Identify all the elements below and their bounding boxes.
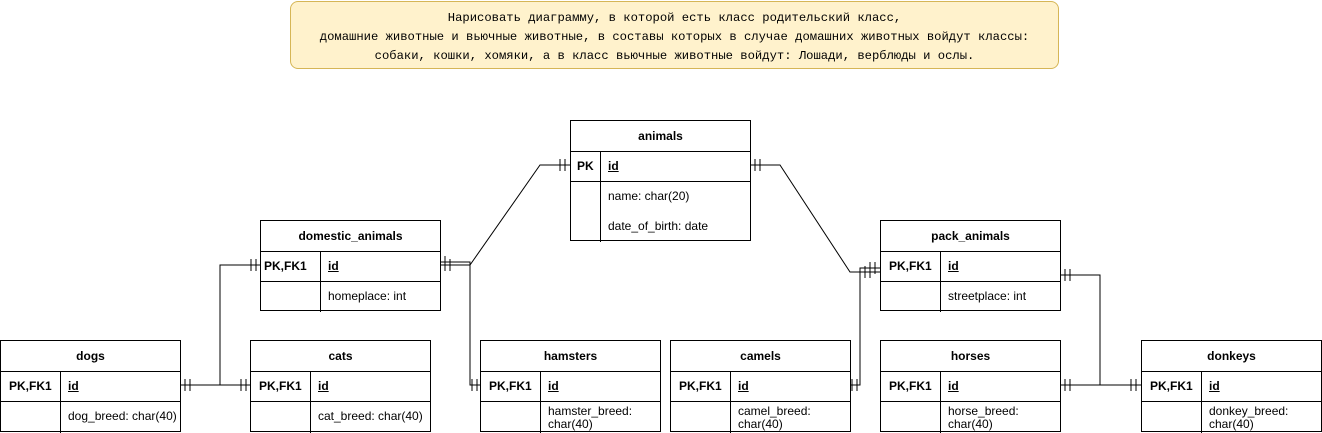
entity-title: hamsters bbox=[481, 341, 660, 372]
entity-animals[interactable]: animals PK id name: char(20) date_of_birth… bbox=[570, 120, 751, 242]
field-hamster-breed-type: char(40) bbox=[548, 417, 593, 431]
edge-horses bbox=[1061, 274, 1101, 386]
field-homeplace: homeplace: int bbox=[328, 289, 407, 303]
pk-field: id bbox=[1209, 379, 1220, 393]
pk-label: PK,FK1 bbox=[881, 252, 941, 281]
pk-label: PK,FK1 bbox=[1142, 372, 1202, 401]
task-note: Нарисовать диаграмму, в которой есть кла… bbox=[290, 1, 1059, 69]
note-line-2: домашние животные и вьючные животные, в … bbox=[319, 30, 1030, 44]
field-date-of-birth: date_of_birth: date bbox=[608, 219, 709, 233]
entity-title: camels bbox=[671, 341, 850, 372]
pk-field: id bbox=[548, 379, 559, 393]
field-name: name: char(20) bbox=[608, 189, 690, 203]
entity-pack-animals[interactable]: pack_animals PK,FK1 id streetplace: int bbox=[880, 220, 1061, 312]
field-donkey-breed-type: char(40) bbox=[1209, 417, 1254, 431]
pk-label: PK,FK1 bbox=[481, 372, 541, 401]
edge-domestic-animals bbox=[441, 164, 570, 266]
note-line-3: собаки, кошки, хомяки, а в класс вьючные… bbox=[374, 49, 975, 63]
pk-field: id bbox=[948, 379, 959, 393]
entity-title: donkeys bbox=[1142, 341, 1321, 372]
pk-field: id bbox=[738, 379, 749, 393]
field-streetplace: streetplace: int bbox=[948, 289, 1027, 303]
entity-cats[interactable]: cats PK,FK1 id cat_breed: char(40) bbox=[250, 340, 431, 433]
pk-label: PK,FK1 bbox=[251, 372, 311, 401]
entity-title: cats bbox=[251, 341, 430, 372]
pk-field: id bbox=[68, 379, 79, 393]
pk-field: id bbox=[948, 259, 959, 273]
field-camel-breed: camel_breed: bbox=[738, 404, 811, 418]
pk-field: id bbox=[608, 159, 619, 173]
field-cat-breed: cat_breed: char(40) bbox=[318, 409, 423, 423]
entity-donkeys[interactable]: donkeys PK,FK1 id donkey_breed:char(40) bbox=[1141, 340, 1322, 433]
pk-field: id bbox=[318, 379, 329, 393]
entity-hamsters[interactable]: hamsters PK,FK1 id hamster_breed:char(40) bbox=[480, 340, 661, 433]
pk-label: PK,FK1 bbox=[881, 372, 941, 401]
entity-horses[interactable]: horses PK,FK1 id horse_breed:char(40) bbox=[880, 340, 1061, 433]
entity-domestic-animals[interactable]: domestic_animals PK,FK1 id homeplace: int bbox=[260, 220, 441, 312]
entity-title: animals bbox=[571, 121, 750, 152]
note-line-1: Нарисовать диаграмму, в которой есть кла… bbox=[447, 11, 902, 25]
field-dog-breed: dog_breed: char(40) bbox=[68, 409, 177, 423]
field-hamster-breed: hamster_breed: bbox=[548, 404, 633, 418]
entity-title: pack_animals bbox=[881, 221, 1060, 252]
edge-hamsters bbox=[441, 261, 481, 386]
edge-dogs bbox=[181, 264, 261, 386]
entity-title: dogs bbox=[1, 341, 180, 372]
field-donkey-breed: donkey_breed: bbox=[1209, 404, 1289, 418]
field-horse-breed-type: char(40) bbox=[948, 417, 993, 431]
entity-dogs[interactable]: dogs PK,FK1 id dog_breed: char(40) bbox=[0, 340, 181, 433]
pk-label: PK bbox=[571, 152, 601, 181]
entity-title: domestic_animals bbox=[261, 221, 440, 252]
pk-label: PK,FK1 bbox=[261, 252, 321, 281]
edge-pack-animals bbox=[750, 164, 880, 273]
field-camel-breed-type: char(40) bbox=[738, 417, 783, 431]
pk-label: PK,FK1 bbox=[671, 372, 731, 401]
field-horse-breed: horse_breed: bbox=[948, 404, 1019, 418]
edge-camels bbox=[851, 267, 880, 386]
pk-field: id bbox=[328, 259, 339, 273]
entity-camels[interactable]: camels PK,FK1 id camel_breed:char(40) bbox=[670, 340, 851, 433]
entity-title: horses bbox=[881, 341, 1060, 372]
pk-label: PK,FK1 bbox=[1, 372, 61, 401]
